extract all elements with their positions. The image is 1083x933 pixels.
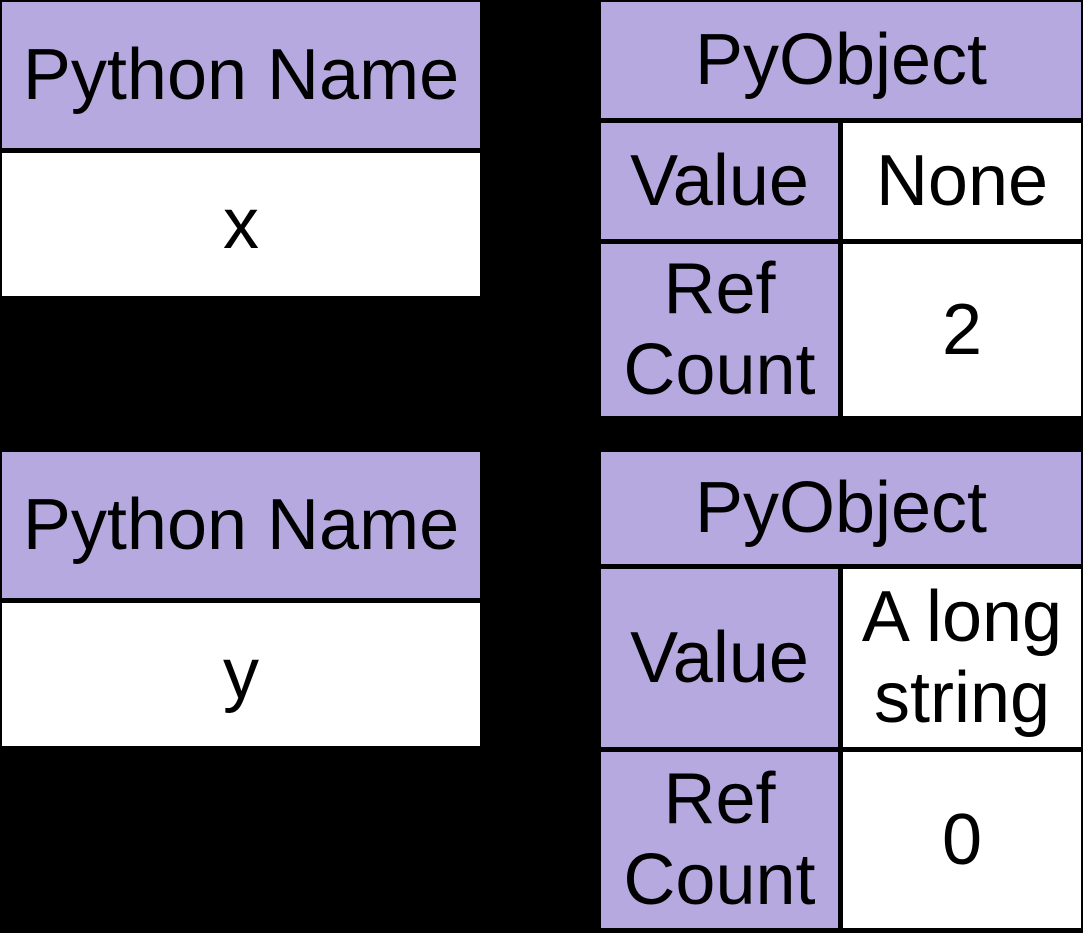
ref-count-label-cell: Ref Count [601, 752, 838, 928]
value-label-cell: Value [601, 569, 838, 747]
python-name-value-x: x [2, 153, 480, 296]
pyobject-table-none: PyObject Value None Ref Count 2 [601, 2, 1081, 416]
python-name-table-y: Python Name y [2, 452, 480, 746]
pyobject-table-long-string: PyObject Value A long string Ref Count 0 [601, 452, 1081, 928]
ref-count-cell: 2 [843, 244, 1081, 416]
value-label-cell: Value [601, 123, 838, 239]
value-cell: A long string [843, 569, 1081, 747]
ref-count-label-cell: Ref Count [601, 244, 838, 416]
python-name-header: Python Name [2, 452, 480, 598]
python-name-value-y: y [2, 603, 480, 746]
python-name-table-x: Python Name x [2, 2, 480, 296]
pyobject-header: PyObject [601, 452, 1081, 564]
python-name-header: Python Name [2, 2, 480, 148]
value-cell: None [843, 123, 1081, 239]
ref-count-cell: 0 [843, 752, 1081, 928]
pyobject-header: PyObject [601, 2, 1081, 118]
